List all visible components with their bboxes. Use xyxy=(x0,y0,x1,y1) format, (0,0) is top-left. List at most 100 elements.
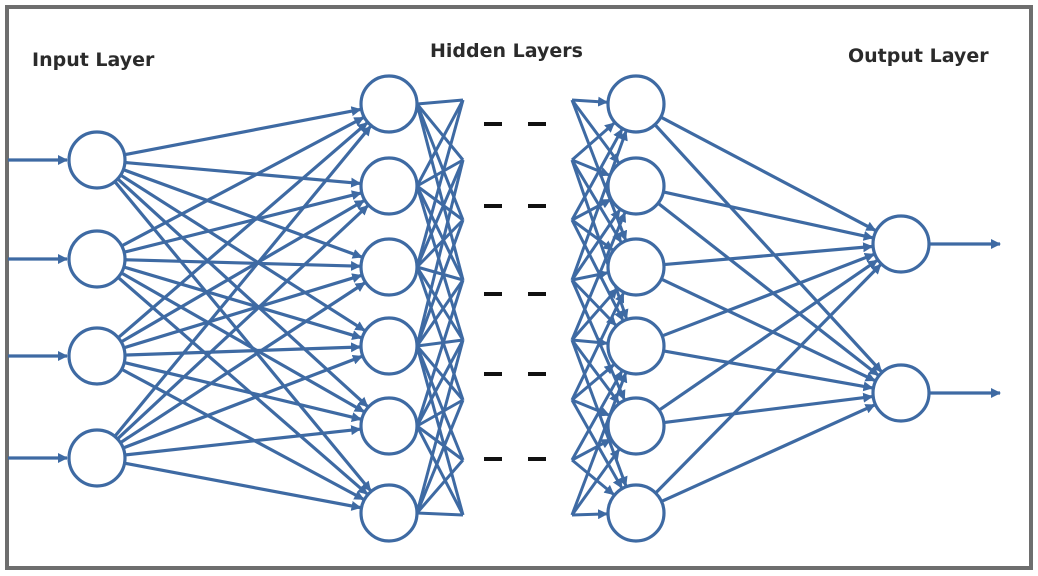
edge-input-to-hidden xyxy=(124,258,362,271)
hidden-out-stub xyxy=(415,185,465,341)
hidden-layers-label: Hidden Layers xyxy=(430,40,583,62)
hidden-in-stub xyxy=(570,219,625,322)
hidden-out-stub xyxy=(415,279,465,347)
edge-hidden-to-output xyxy=(660,277,876,382)
diagram-frame xyxy=(5,5,1033,570)
edge-hidden-to-output xyxy=(653,123,883,373)
hidden-in-stub xyxy=(571,96,609,107)
hidden-node xyxy=(359,237,419,297)
edge-input-to-hidden xyxy=(120,199,365,344)
hidden-out-stub xyxy=(415,425,465,516)
input-node xyxy=(67,130,127,190)
hidden-in-stub xyxy=(571,438,612,462)
hidden-in-stub xyxy=(570,287,619,341)
edge-hidden-to-output xyxy=(657,201,880,377)
hidden-out-stub xyxy=(415,103,465,161)
hidden-out-stub xyxy=(415,339,465,427)
edge-input-to-hidden xyxy=(124,425,362,457)
hidden-out-stub xyxy=(415,159,465,268)
edge-input-to-hidden xyxy=(124,160,362,188)
hidden-in-stub xyxy=(570,159,623,243)
edge-input-to-hidden xyxy=(124,461,362,511)
edge-input-to-hidden xyxy=(116,204,369,441)
hidden-node xyxy=(359,74,419,134)
edge-input-to-hidden xyxy=(120,271,365,413)
output-node xyxy=(871,363,931,423)
hidden-out-stub xyxy=(415,345,465,401)
hidden-in-stub xyxy=(571,158,611,177)
hidden-node xyxy=(359,156,419,216)
edge-hidden-to-output xyxy=(658,259,879,412)
hidden-node xyxy=(606,396,666,456)
edge-hidden-to-output xyxy=(654,263,882,495)
hidden-node xyxy=(606,156,666,216)
hidden-node xyxy=(606,483,666,543)
input-node xyxy=(67,326,127,386)
hidden-out-stub xyxy=(416,424,464,462)
hidden-out-stub xyxy=(415,99,465,268)
hidden-out-stub xyxy=(416,184,464,222)
edge-hidden-to-output xyxy=(660,403,876,503)
hidden-in-stub xyxy=(570,209,621,281)
hidden-node xyxy=(359,396,419,456)
edge-input-to-hidden xyxy=(122,168,363,259)
edge-input-to-hidden xyxy=(113,125,372,438)
hidden-out-stub xyxy=(415,266,465,401)
hidden-out-stub xyxy=(415,345,465,461)
edge-input-to-hidden xyxy=(113,180,372,492)
hidden-out-stub xyxy=(415,185,465,281)
edge-input-to-hidden xyxy=(123,190,362,254)
edge-input-to-hidden xyxy=(123,265,363,340)
hidden-out-stub xyxy=(416,158,464,188)
hidden-in-stub xyxy=(571,337,609,348)
input-node xyxy=(67,428,127,488)
hidden-in-stub xyxy=(571,363,615,402)
hidden-out-stub xyxy=(415,219,465,347)
edge-hidden-to-output xyxy=(663,242,874,267)
hidden-out-stub xyxy=(415,99,465,187)
edge-input-to-hidden xyxy=(124,342,362,357)
input-layer-label: Input Layer xyxy=(32,49,155,71)
hidden-out-stub xyxy=(416,511,464,517)
output-node xyxy=(871,214,931,274)
hidden-out-stub xyxy=(416,265,464,282)
edge-hidden-to-output xyxy=(663,190,874,241)
hidden-node xyxy=(606,237,666,297)
hidden-in-stub xyxy=(570,339,628,487)
hidden-in-stub xyxy=(570,159,629,320)
hidden-in-stub xyxy=(571,398,611,417)
edge-hidden-to-output xyxy=(661,252,875,338)
hidden-out-stub xyxy=(416,398,464,428)
hidden-in-stub xyxy=(570,399,624,489)
edge-input-to-hidden xyxy=(119,173,366,332)
hidden-in-stub xyxy=(570,128,624,221)
input-node xyxy=(67,229,127,289)
edge-input-to-hidden xyxy=(120,116,365,248)
edge-hidden-to-output xyxy=(663,349,874,392)
hidden-in-stub xyxy=(571,269,609,282)
edge-input-to-hidden xyxy=(123,360,362,423)
edge-input-to-hidden xyxy=(122,354,363,450)
hidden-out-stub xyxy=(415,103,465,281)
hidden-in-stub xyxy=(570,279,626,401)
hidden-out-stub xyxy=(416,338,464,348)
hidden-out-stub xyxy=(415,279,465,427)
edge-input-to-hidden xyxy=(117,276,369,496)
edge-input-to-hidden xyxy=(120,367,365,501)
hidden-node xyxy=(606,316,666,376)
hidden-ellipsis xyxy=(484,122,546,461)
network-nodes xyxy=(67,74,931,543)
hidden-in-stub xyxy=(571,509,609,520)
hidden-in-stub xyxy=(570,339,620,404)
hidden-gap-stubs xyxy=(415,96,629,520)
edge-input-to-hidden xyxy=(123,273,363,350)
output-layer-label: Output Layer xyxy=(848,45,989,67)
hidden-out-stub xyxy=(415,459,465,514)
io-arrows xyxy=(8,155,1001,463)
hidden-in-stub xyxy=(571,458,615,496)
hidden-out-stub xyxy=(415,103,465,221)
hidden-out-stub xyxy=(415,159,465,347)
hidden-node xyxy=(359,316,419,376)
